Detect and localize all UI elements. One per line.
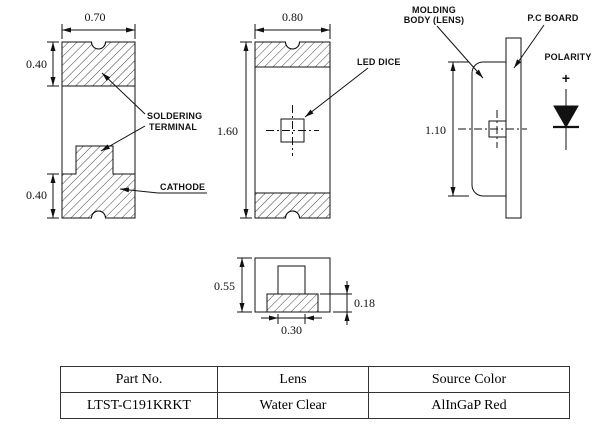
soldering-terminal-label-line2: TERMINAL — [149, 122, 197, 132]
table-cell-part-no: LTST-C191KRKT — [60, 392, 218, 419]
polarity-label: POLARITY — [544, 52, 591, 62]
polarity-plus-sign: + — [562, 70, 570, 86]
top-dim-width: 0.80 — [254, 10, 331, 39]
pc-board-shape — [505, 37, 522, 219]
profile-dim-height: 0.55 — [214, 257, 252, 313]
leader-line — [513, 24, 545, 69]
dim-text-profile-height: 0.55 — [214, 279, 235, 293]
cathode-callout: CATHODE — [119, 182, 207, 194]
front-dim-width: 0.70 — [61, 10, 136, 39]
spec-table: Part No. Lens Source Color LTST-C191KRKT… — [60, 366, 570, 419]
soldering-terminal-callout: SOLDERING TERMINAL — [100, 72, 202, 152]
leader-line — [100, 125, 146, 152]
molding-body-callout: MOLDING BODY (LENS) — [404, 5, 484, 79]
dim-text-terminal-thickness: 0.18 — [354, 296, 375, 310]
table-row: LTST-C191KRKT Water Clear AlInGaP Red — [60, 392, 570, 419]
molding-body-label-line1: MOLDING — [412, 5, 456, 15]
top-terminal-strip-lower — [254, 192, 331, 219]
dim-text-pad-width: 0.30 — [281, 323, 302, 337]
front-top-terminal — [61, 41, 136, 87]
dim-text-length: 1.60 — [217, 124, 238, 138]
profile-dim-pad-width: 0.30 — [261, 314, 322, 337]
profile-terminal-pad — [266, 293, 319, 313]
table-cell-lens: Water Clear — [217, 392, 369, 419]
leader-line — [304, 67, 369, 118]
profile-lens-bump — [277, 265, 306, 295]
top-view — [254, 41, 331, 219]
dim-text-side-height: 1.10 — [425, 123, 446, 137]
table-header-row: Part No. Lens Source Color — [60, 366, 570, 393]
side-view — [458, 37, 527, 219]
led-dice-callout: LED DICE — [304, 57, 401, 118]
top-terminal-strip-upper — [254, 41, 331, 68]
part-spec-table: Part No. Lens Source Color LTST-C191KRKT… — [60, 366, 570, 419]
polarity-legend: POLARITY + — [544, 52, 591, 150]
soldering-terminal-label-line1: SOLDERING — [147, 111, 202, 121]
front-bottom-terminal-cathode — [61, 145, 136, 219]
leader-line — [436, 25, 484, 79]
table-cell-source-color: AlInGaP Red — [368, 392, 570, 419]
package-mechanical-drawing: 0.70 0.40 0.40 SOLDERING TERMINAL — [26, 5, 591, 337]
dim-text-front-width: 0.70 — [85, 10, 106, 24]
profile-dim-terminal-thickness: 0.18 — [320, 281, 375, 325]
dim-text-bottom-terminal: 0.40 — [26, 188, 47, 202]
leader-line — [101, 72, 146, 115]
pc-board-callout: P.C BOARD — [513, 13, 579, 69]
led-dice-label: LED DICE — [357, 57, 401, 67]
dim-text-top-width: 0.80 — [282, 10, 303, 24]
diode-triangle — [553, 105, 579, 129]
cathode-label: CATHODE — [160, 182, 205, 192]
top-dim-length: 1.60 — [217, 41, 252, 219]
front-dim-bottom-terminal: 0.40 — [26, 173, 59, 219]
side-dim-height: 1.10 — [425, 61, 469, 197]
table-header-lens: Lens — [217, 366, 369, 393]
front-view — [61, 41, 136, 219]
diode-symbol — [553, 89, 579, 150]
pc-board-label: P.C BOARD — [527, 13, 578, 23]
table-header-part-no: Part No. — [60, 366, 218, 393]
table-header-source-color: Source Color — [368, 366, 570, 393]
profile-view — [254, 257, 331, 313]
leader-line — [119, 187, 159, 194]
front-dim-top-terminal: 0.40 — [26, 41, 59, 87]
molding-body-label-line2: BODY (LENS) — [404, 15, 465, 25]
dim-text-top-terminal: 0.40 — [26, 57, 47, 71]
